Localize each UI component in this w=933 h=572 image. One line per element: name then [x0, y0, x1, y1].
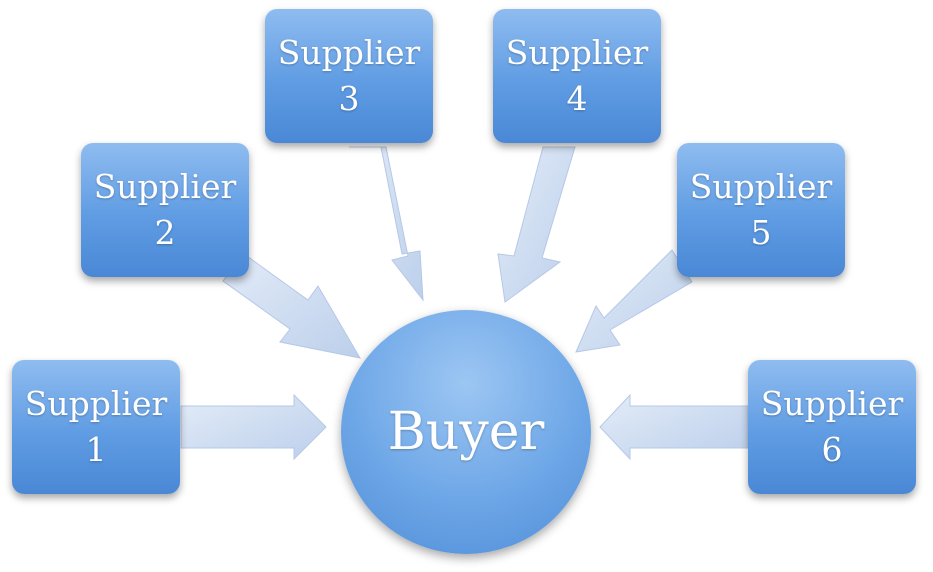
arrow-supplier-2 — [222, 253, 361, 359]
arrow-supplier-4 — [497, 146, 576, 303]
supplier-6-box: Supplier 6 — [748, 360, 916, 494]
supplier-6-number: 6 — [821, 430, 843, 469]
supplier-3-label: Supplier — [277, 33, 421, 72]
arrow-supplier-1 — [180, 393, 327, 461]
supplier-1-label: Supplier — [24, 384, 168, 423]
supplier-5-number: 5 — [750, 213, 772, 252]
arrow-supplier-3 — [349, 146, 424, 302]
supplier-1-box: Supplier 1 — [12, 360, 180, 494]
supplier-2-label: Supplier — [93, 167, 237, 206]
supplier-2-box: Supplier 2 — [81, 143, 249, 277]
supplier-3-number: 3 — [338, 79, 360, 118]
supplier-1-number: 1 — [85, 430, 107, 469]
supplier-2-number: 2 — [154, 213, 176, 252]
supplier-3-box: Supplier 3 — [265, 9, 433, 143]
supplier-4-label: Supplier — [505, 33, 649, 72]
supplier-4-number: 4 — [566, 79, 588, 118]
buyer-circle: Buyer — [341, 310, 591, 554]
supplier-4-box: Supplier 4 — [493, 9, 661, 143]
arrow-supplier-6 — [599, 393, 749, 461]
buyer-label: Buyer — [387, 402, 545, 462]
supplier-6-label: Supplier — [760, 384, 904, 423]
supplier-5-label: Supplier — [689, 167, 833, 206]
supplier-5-box: Supplier 5 — [677, 143, 845, 277]
arrow-supplier-5 — [575, 249, 693, 353]
